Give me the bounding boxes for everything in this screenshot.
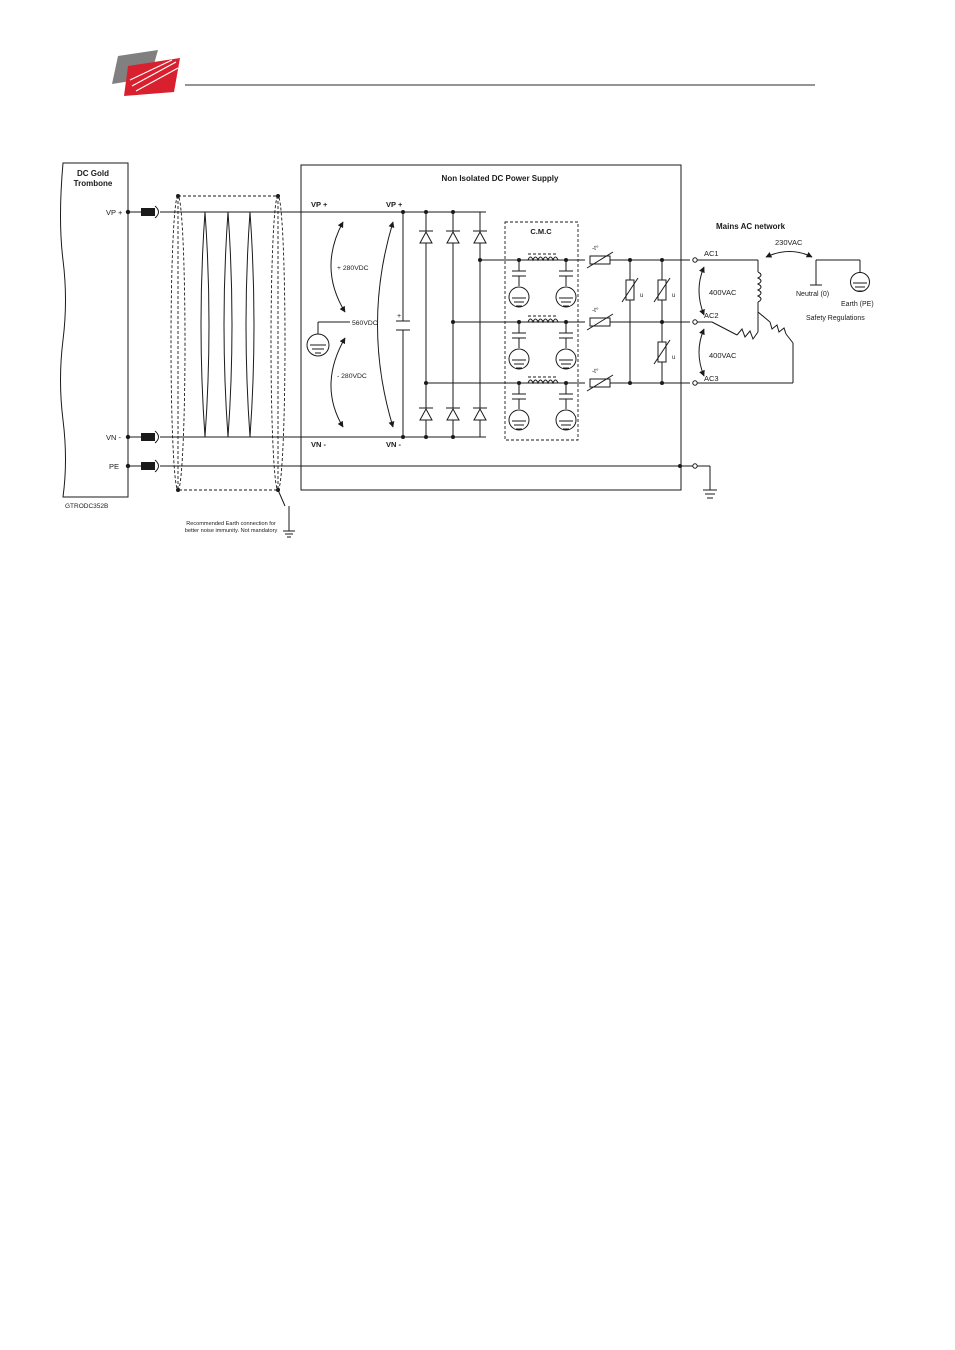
drive-terminal-vp: VP +	[106, 208, 123, 217]
safety-label: Safety Regulations	[806, 315, 865, 322]
cmc-label: C.M.C	[530, 227, 552, 236]
fuse-label-3: -t°	[592, 367, 599, 375]
ac1-label: AC1	[704, 249, 719, 258]
varistor-label-2: u	[672, 293, 675, 299]
power-supply-title: Non Isolated DC Power Supply	[442, 174, 559, 183]
neutral-label: Neutral (0)	[796, 291, 829, 298]
earth-note-1: Recommended Earth connection for	[186, 521, 276, 527]
ptc-fuses: -t° -t° -t°	[586, 244, 614, 392]
minus-280-label: - 280VDC	[337, 373, 367, 380]
svg-text:+: +	[397, 313, 401, 320]
line-voltage-label-2: 400VAC	[709, 351, 737, 360]
plus-280-label: + 280VDC	[337, 265, 369, 272]
cmc-filter: C.M.C	[504, 221, 579, 441]
drive-terminal-pe: PE	[109, 462, 119, 471]
mains-network: Mains AC network AC1 AC2 AC3 400VAC 400V…	[692, 222, 874, 386]
earth-note-2: better noise immunity. Not mandatory	[185, 528, 278, 534]
varistor-label-3: u	[672, 355, 675, 361]
diode-bridge	[419, 210, 487, 439]
shielded-cable	[160, 194, 680, 492]
fuse-label-1: -t°	[592, 244, 599, 252]
connector-pe	[128, 459, 159, 473]
drive-title-1: DC Gold	[77, 169, 109, 178]
line-voltage-label-1: 400VAC	[709, 288, 737, 297]
earth-label: Earth (PE)	[841, 301, 874, 308]
dc-560-label: 560VDC	[352, 320, 378, 327]
vp-left-label: VP +	[311, 200, 328, 209]
company-logo	[112, 50, 180, 96]
phase-voltage-label: 230VAC	[775, 238, 803, 247]
ac3-label: AC3	[704, 374, 719, 383]
drive-model-label: GTRODC352B	[65, 503, 108, 510]
fuse-label-2: -t°	[592, 306, 599, 314]
power-supply-box: Non Isolated DC Power Supply VP + VP + V…	[300, 164, 682, 491]
connector-vp	[128, 205, 159, 219]
varistors: u u u	[621, 258, 675, 385]
connector-vn	[128, 430, 159, 444]
drive-terminal-vn: VN -	[106, 433, 122, 442]
drive-title-2: Trombone	[74, 179, 113, 188]
vn-left-label: VN -	[311, 440, 327, 449]
drive-box: DC Gold Trombone VP + VN - PE GTRODC352B	[60, 162, 131, 510]
pe-earth	[678, 463, 717, 499]
varistor-label-1: u	[640, 293, 643, 299]
ac2-label: AC2	[704, 311, 719, 320]
cable-earth-connection: Recommended Earth connection for better …	[185, 489, 295, 538]
vn-right-label: VN -	[386, 440, 402, 449]
vp-right-label: VP +	[386, 200, 403, 209]
mains-title: Mains AC network	[716, 222, 786, 231]
